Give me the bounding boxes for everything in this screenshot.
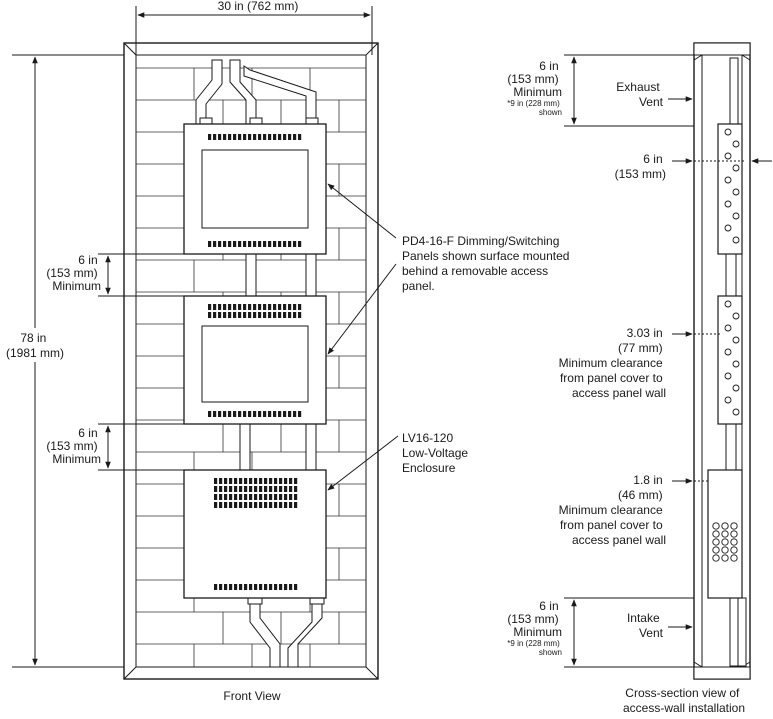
vent-slots [214,486,298,492]
panel-side-middle [717,295,743,425]
conduit-top [195,59,319,127]
top-clearance-note: *9 in (228 mm) shown [507,99,562,117]
vent-slots [214,502,298,508]
dimming-panel-middle [183,295,327,425]
vent-slots [214,584,298,590]
top-clearance-dim: 6 in (153 mm) Minimum [507,59,562,99]
wall-opening [135,54,367,668]
conduit-bottom [247,595,325,668]
exhaust-vent-label: Exhaust Vent [616,80,663,109]
mid-clearance-label: 3.03 in (77 mm) Minimum clearance from p… [559,326,666,400]
width-dimension: 30 in (762 mm) [218,0,299,13]
intake-vent-label: Intake Vent [627,611,664,640]
gap-dimension-1: 6 in (153 mm) Minimum [46,253,101,293]
vent-slots [208,134,302,140]
wall-frame [123,42,379,680]
bottom-clearance-note: *9 in (228 mm) shown [507,639,562,657]
low-voltage-enclosure [183,469,327,599]
cross-section-view: 6 in (153 mm) Minimum *9 in (228 mm) sho… [507,42,772,715]
gap-dimension-2: 6 in (153 mm) Minimum [46,426,101,466]
front-view: 30 in (762 mm) 78 in (1981 mm) 6 in (153… [5,0,573,703]
front-view-caption: Front View [223,689,280,703]
vent-slots [208,241,302,247]
dimming-panel-top [183,123,327,255]
bottom-clearance-dim: 6 in (153 mm) Minimum [507,599,562,639]
vent-slots [208,304,302,310]
enclosure-side [707,469,743,599]
enclosure-callout: LV16-120 Low-Voltage Enclosure [402,431,471,475]
cross-section-caption: Cross-section view of access-wall instal… [623,686,745,715]
low-clearance-label: 1.8 in (46 mm) Minimum clearance from pa… [559,473,666,547]
vent-slots [208,312,302,318]
vent-slots [214,478,298,484]
vent-slots [208,411,302,417]
vent-slots [214,494,298,500]
panels-callout: PD4-16-F Dimming/Switching Panels shown … [402,234,573,293]
upper-clearance-label: 6 in (153 mm) [615,152,666,181]
height-dimension: 78 in (1981 mm) [6,331,64,360]
panel-side-top [717,123,743,255]
